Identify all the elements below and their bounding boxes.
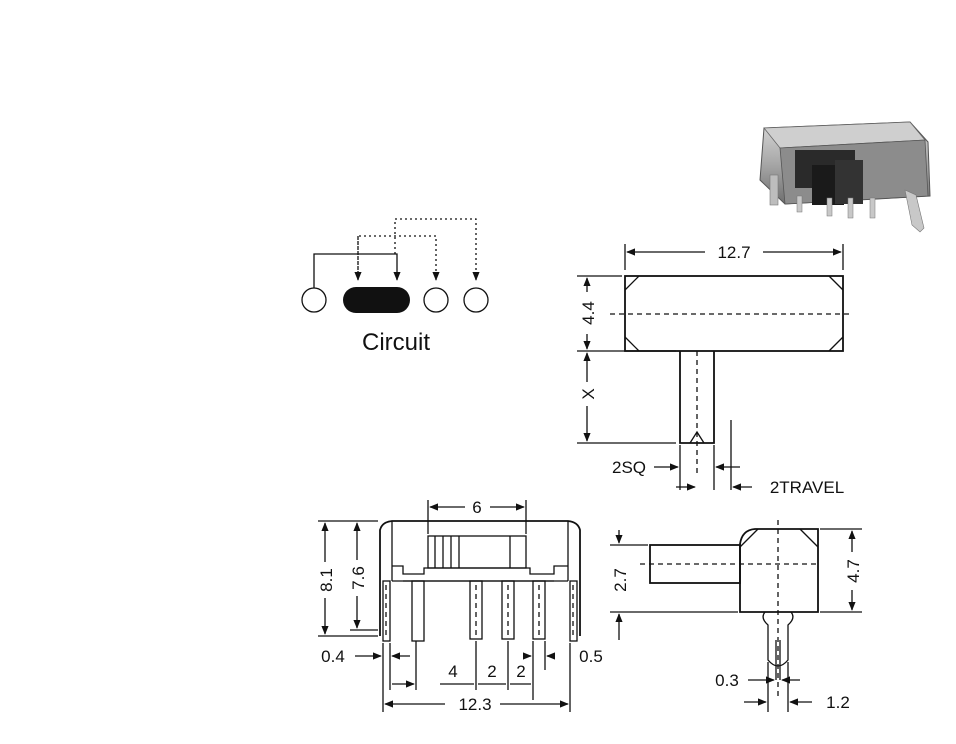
dim-actuator-2-7: 2.7	[611, 568, 630, 592]
dim-pin-0-5: 0.5	[579, 647, 603, 666]
dim-pitch-2b: 2	[516, 662, 525, 681]
dim-width-12-3: 12.3	[458, 695, 491, 714]
front-view: 6 8.1 7.6 0.4 0.5 4 2 2	[317, 498, 603, 714]
dim-width-12-7: 12.7	[717, 243, 750, 262]
dim-lug-1-2: 1.2	[826, 693, 850, 712]
slider-contact-icon	[343, 287, 410, 313]
dim-pin-0-3: 0.3	[715, 671, 739, 690]
contact-5-icon	[463, 287, 489, 313]
circuit-diagram: Circuit	[301, 218, 489, 356]
contact-1-icon	[301, 287, 327, 313]
contact-4-icon	[423, 287, 449, 313]
dim-actuator-x: X	[579, 388, 598, 399]
dim-pin-0-4: 0.4	[321, 647, 345, 666]
dim-pitch-2a: 2	[487, 662, 496, 681]
top-view: 12.7 4.4 X 2SQ 2TRAVEL	[577, 243, 852, 497]
dim-height-8-1: 8.1	[317, 568, 336, 592]
dim-travel: 2TRAVEL	[770, 478, 844, 497]
dim-slot-6: 6	[472, 498, 481, 517]
dim-actuator-2sq: 2SQ	[612, 458, 646, 477]
dim-height-7-6: 7.6	[349, 566, 368, 590]
switch-photo	[759, 121, 931, 233]
dim-pitch-4: 4	[448, 662, 457, 681]
side-view: 2.7 4.7 0.3 1.2	[610, 520, 863, 712]
dim-height-4-4: 4.4	[579, 301, 598, 325]
circuit-label: Circuit	[362, 329, 430, 356]
dim-body-4-7: 4.7	[844, 559, 863, 583]
